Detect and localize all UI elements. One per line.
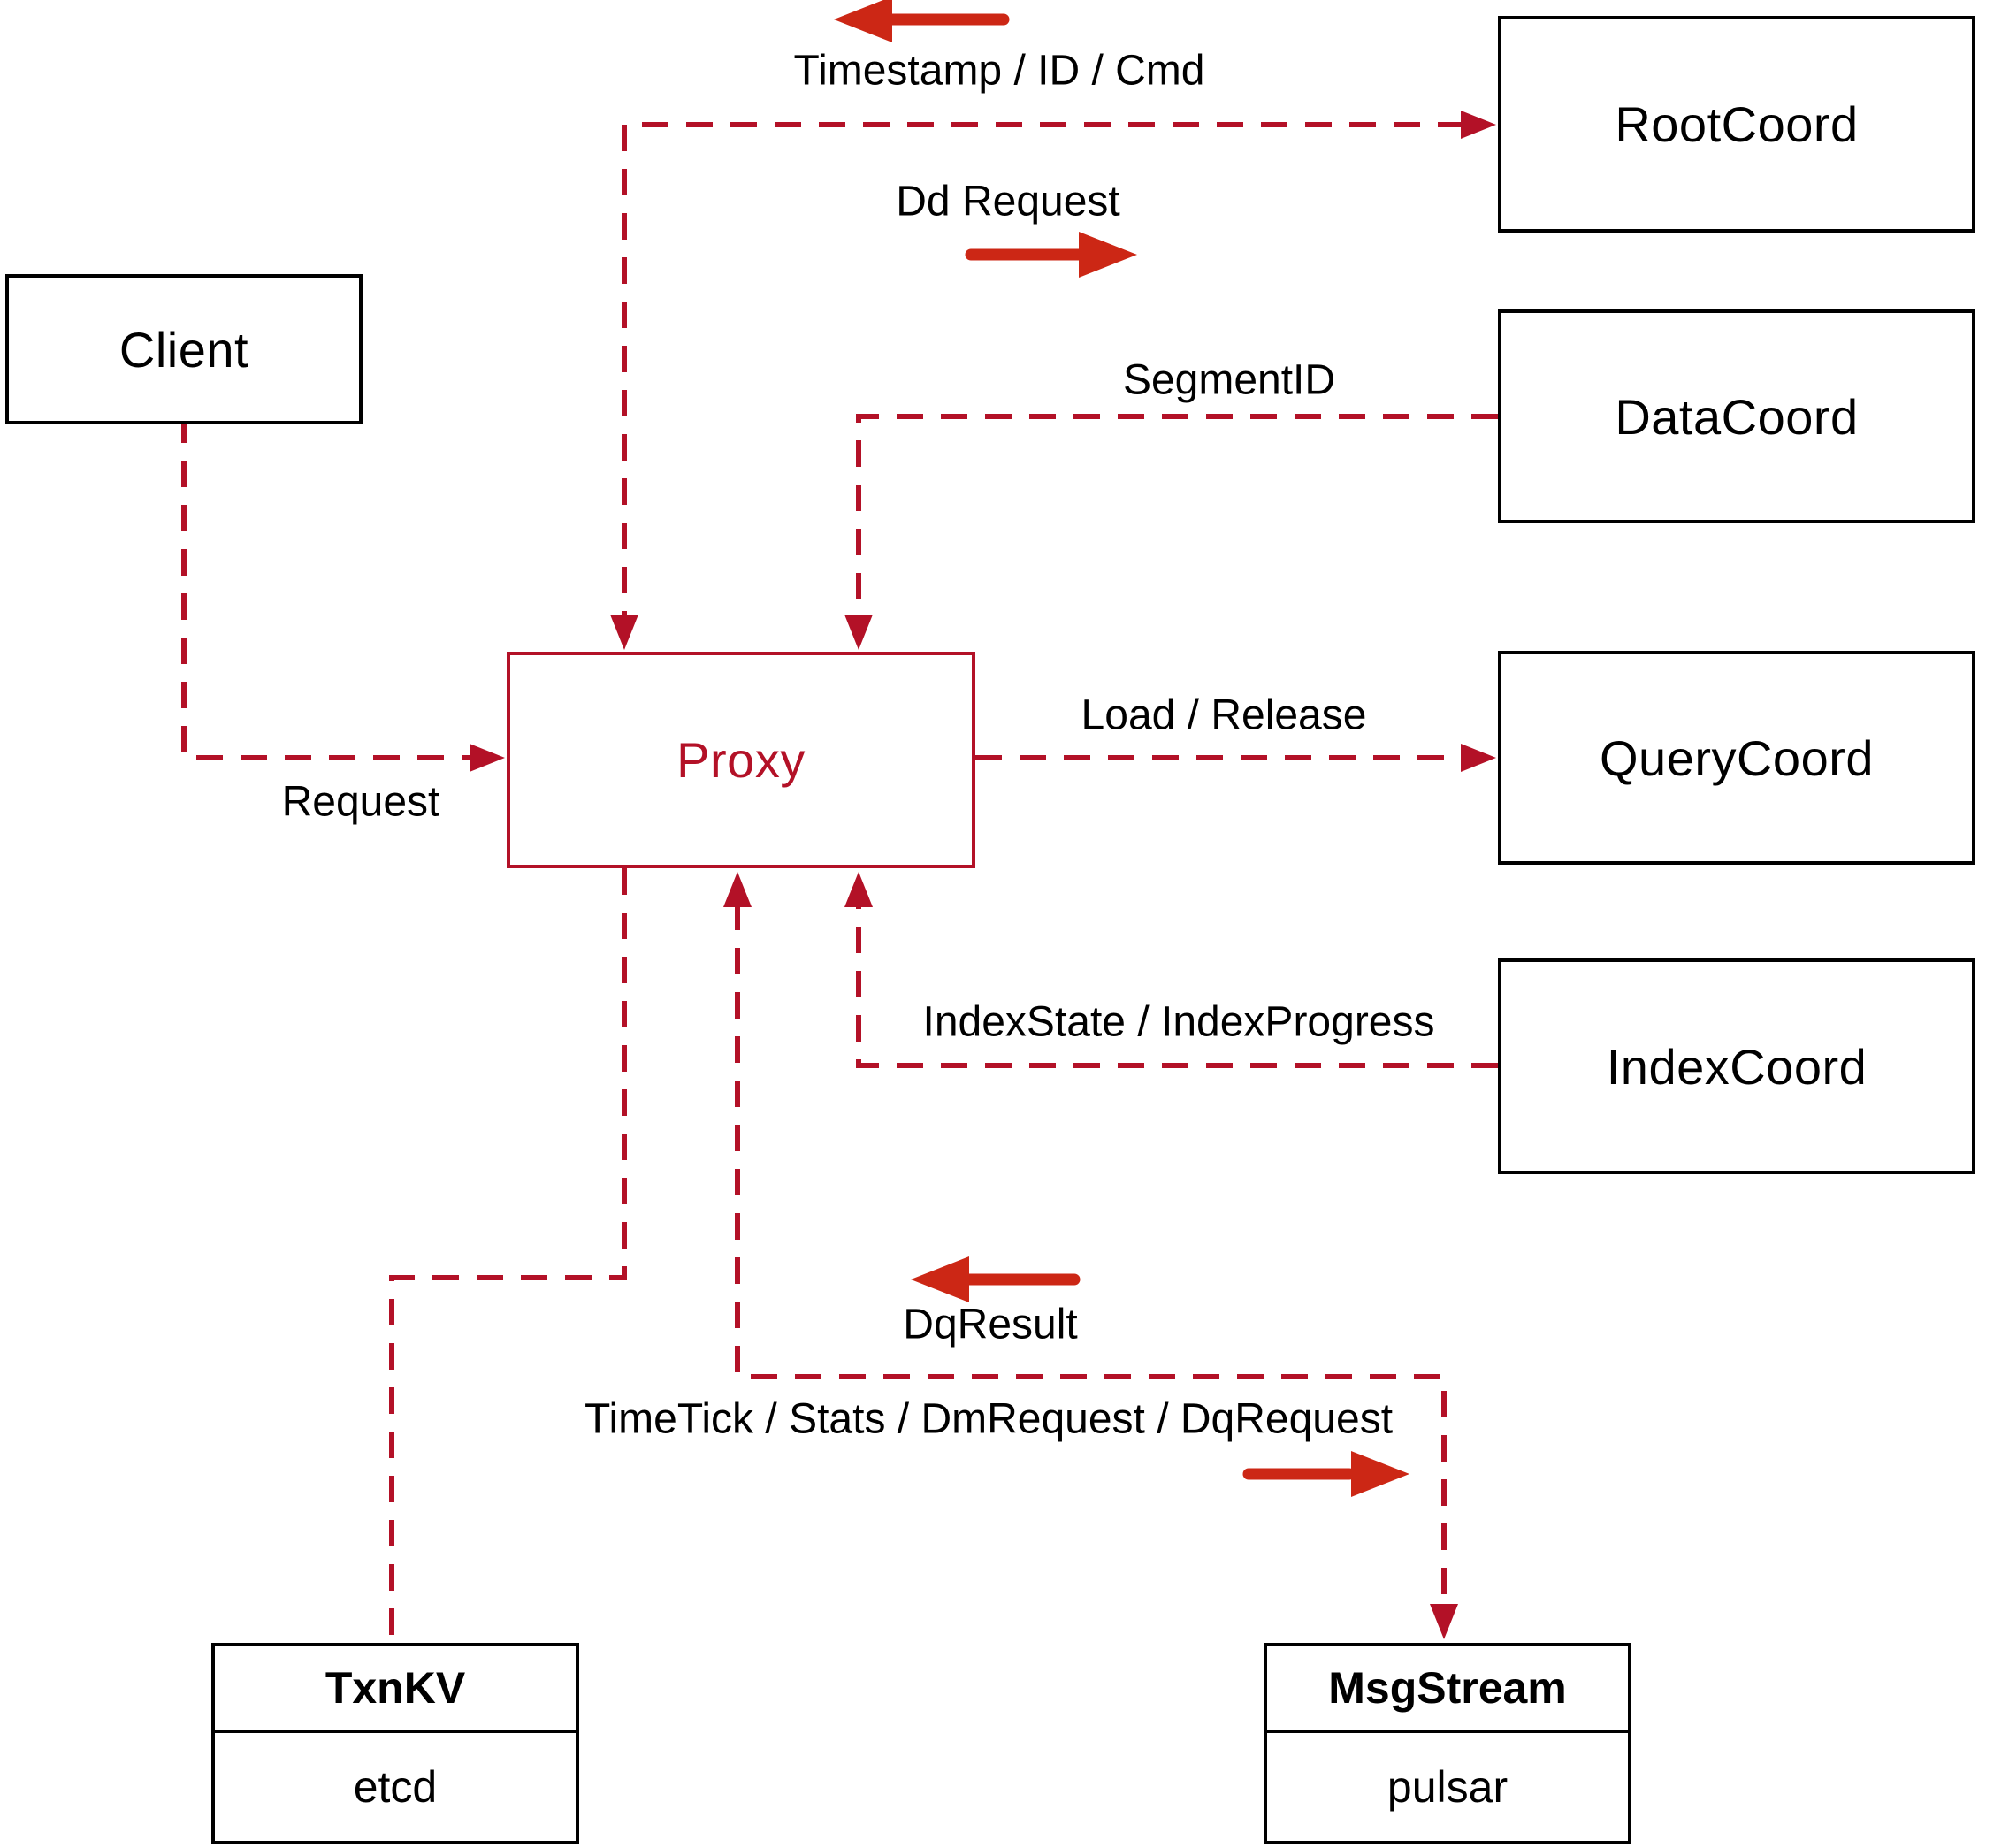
arrowhead-into-rootcoord-icon (1461, 111, 1496, 139)
dd-request-direction-right-arrow-icon (965, 232, 1137, 278)
node-msgstream-impl: pulsar (1386, 1762, 1509, 1812)
arrowhead-into-proxy-left-icon (470, 744, 505, 772)
node-msgstream-title: MsgStream (1267, 1646, 1628, 1733)
node-txnkv: TxnKV etcd (211, 1643, 579, 1844)
label-load-release: Load / Release (1081, 691, 1367, 739)
node-proxy-label: Proxy (676, 732, 806, 788)
node-indexcoord-label: IndexCoord (1606, 1038, 1868, 1095)
label-time-tick-stats: TimeTick / Stats / DmRequest / DqRequest (584, 1395, 1394, 1443)
label-request: Request (281, 778, 440, 826)
node-indexcoord: IndexCoord (1498, 958, 1975, 1174)
node-datacoord: DataCoord (1498, 309, 1975, 523)
arrowhead-into-proxy-bottom-center-icon (723, 872, 752, 907)
node-proxy: Proxy (507, 652, 975, 868)
arrowhead-into-querycoord-icon (1461, 744, 1496, 772)
edge-client-proxy (181, 416, 473, 760)
edge-proxy-msgstream (735, 904, 1447, 1600)
label-segment-id: SegmentID (1122, 356, 1336, 404)
node-datacoord-label: DataCoord (1615, 388, 1859, 445)
node-querycoord: QueryCoord (1498, 651, 1975, 865)
node-querycoord-label: QueryCoord (1599, 729, 1875, 786)
node-txnkv-title: TxnKV (215, 1646, 576, 1733)
node-msgstream: MsgStream pulsar (1264, 1643, 1631, 1844)
node-client: Client (5, 274, 363, 424)
node-txnkv-impl: etcd (353, 1762, 438, 1812)
arrowhead-into-msgstream-icon (1430, 1604, 1458, 1639)
arrowhead-into-proxy-bottom-right-icon (844, 872, 873, 907)
edge-indexcoord-proxy (856, 904, 1498, 1068)
label-dd-request: Dd Request (896, 178, 1120, 225)
edge-proxy-txnkv (389, 868, 627, 1642)
label-timestamp-id-cmd: Timestamp / ID / Cmd (793, 47, 1205, 95)
arrowhead-into-proxy-top-right-icon (844, 615, 873, 650)
time-tick-direction-right-arrow-icon (1242, 1451, 1409, 1497)
arrowhead-into-proxy-top-left-icon (610, 615, 638, 650)
node-rootcoord-label: RootCoord (1615, 96, 1859, 152)
edge-proxy-rootcoord (622, 122, 1464, 618)
node-client-label: Client (118, 321, 249, 378)
label-index-state-progress: IndexState / IndexProgress (922, 998, 1435, 1046)
dq-result-direction-left-arrow-icon (911, 1256, 1081, 1302)
node-rootcoord: RootCoord (1498, 16, 1975, 233)
label-dq-result: DqResult (903, 1301, 1078, 1348)
timestamp-direction-left-arrow-icon (834, 0, 1010, 42)
edge-datacoord-proxy (856, 414, 1498, 618)
